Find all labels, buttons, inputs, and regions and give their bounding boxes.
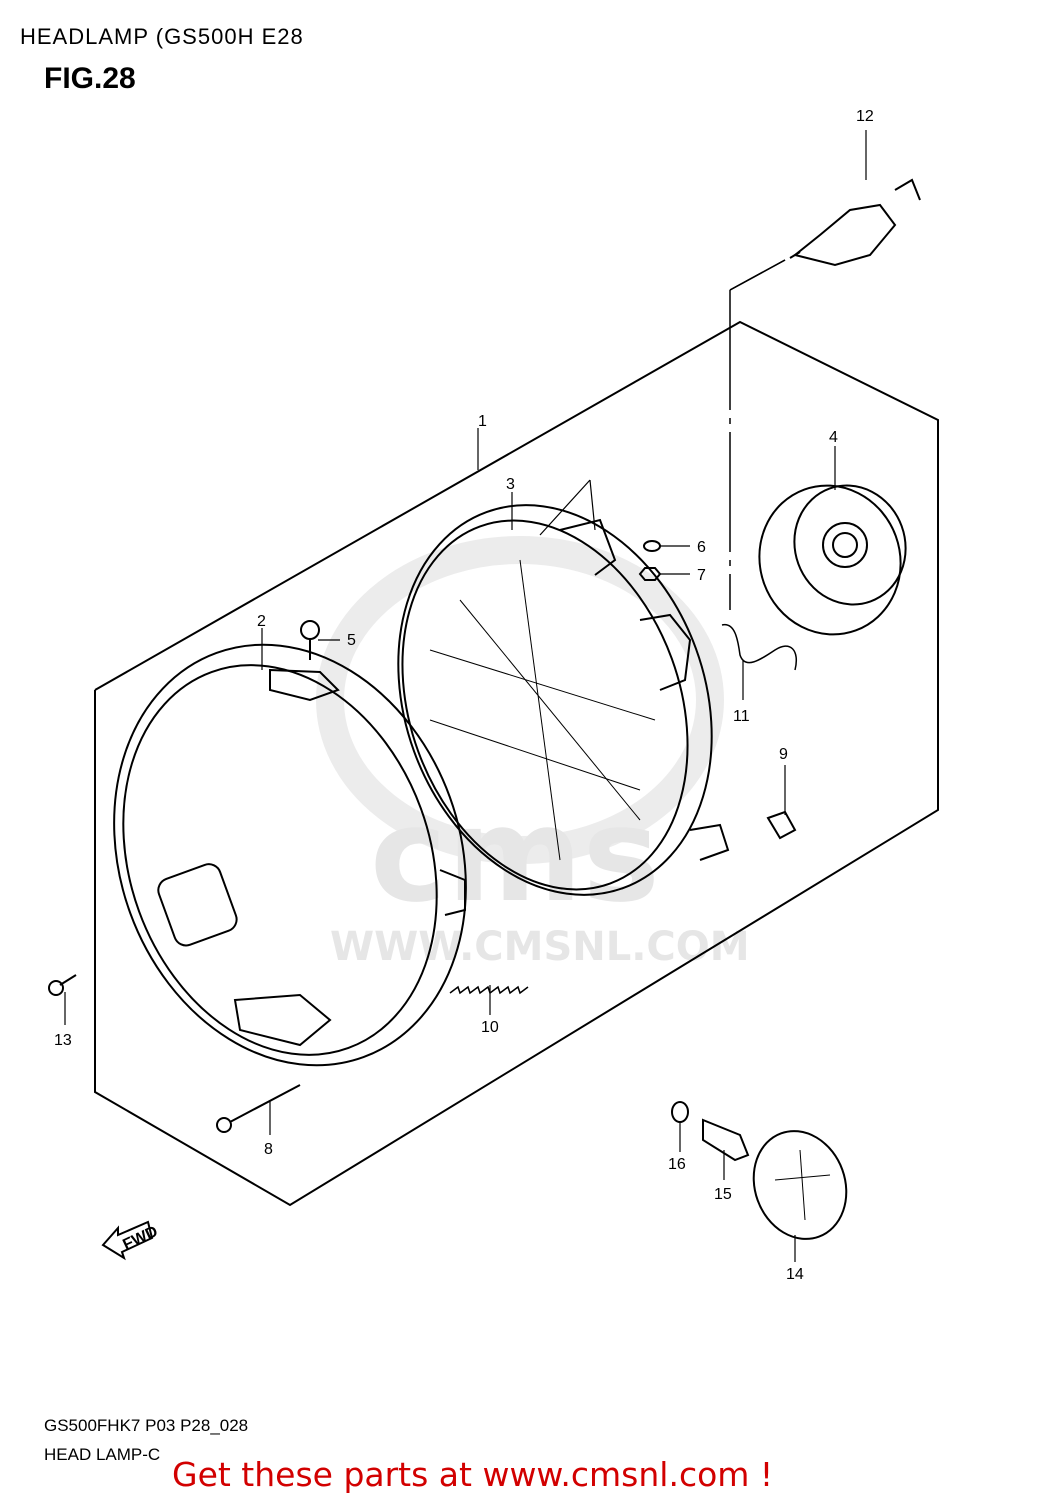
headlamp-rim — [113, 643, 467, 1067]
spring-part-10 — [449, 985, 529, 995]
callout-14: 14 — [786, 1266, 804, 1283]
washer-part-16 — [671, 1101, 689, 1123]
cmsnl-banner-link[interactable]: Get these parts at www.cmsnl.com ! — [172, 1455, 774, 1494]
screw-part-13 — [48, 974, 77, 996]
callout-13: 13 — [54, 1032, 72, 1049]
fwd-arrow-icon — [101, 1220, 154, 1261]
callout-1: 1 — [478, 413, 487, 430]
callout-9: 9 — [779, 746, 788, 763]
diagram-subtitle: HEAD LAMP-C — [44, 1445, 161, 1464]
page-title: HEADLAMP (GS500H E28 — [20, 24, 304, 49]
callout-5: 5 — [347, 632, 356, 649]
callout-15: 15 — [714, 1186, 732, 1203]
headlamp-lens-unit — [397, 504, 730, 896]
callout-16: 16 — [668, 1156, 686, 1173]
wire-harness — [721, 624, 797, 671]
headlamp-housing — [758, 484, 907, 636]
clip-part-9 — [766, 810, 797, 840]
screw-part-5 — [300, 620, 320, 660]
watermark-url-text: WWW.CMSNL.COM — [330, 924, 750, 970]
diagram-code: GS500FHK7 P03 P28_028 — [44, 1416, 249, 1435]
callout-6: 6 — [697, 539, 706, 556]
callout-3: 3 — [506, 476, 515, 493]
callout-12: 12 — [856, 108, 874, 125]
callout-2: 2 — [257, 613, 266, 630]
callout-8: 8 — [264, 1141, 273, 1158]
reflector-part-14 — [752, 1130, 848, 1240]
callout-4: 4 — [829, 429, 838, 446]
washer-part-6 — [643, 540, 661, 552]
nut-part-7 — [638, 567, 662, 581]
callout-7: 7 — [697, 567, 706, 584]
figure-label: FIG.28 — [44, 62, 136, 95]
headlamp-bulb — [789, 178, 921, 267]
callout-10: 10 — [481, 1019, 499, 1036]
callout-11: 11 — [733, 708, 750, 725]
watermark-logo-text: cms — [370, 779, 660, 931]
spacer-part-15 — [702, 1118, 750, 1162]
screw-part-8 — [216, 1084, 301, 1133]
assembly-outline — [94, 320, 939, 1207]
leader-lines — [64, 130, 867, 1262]
